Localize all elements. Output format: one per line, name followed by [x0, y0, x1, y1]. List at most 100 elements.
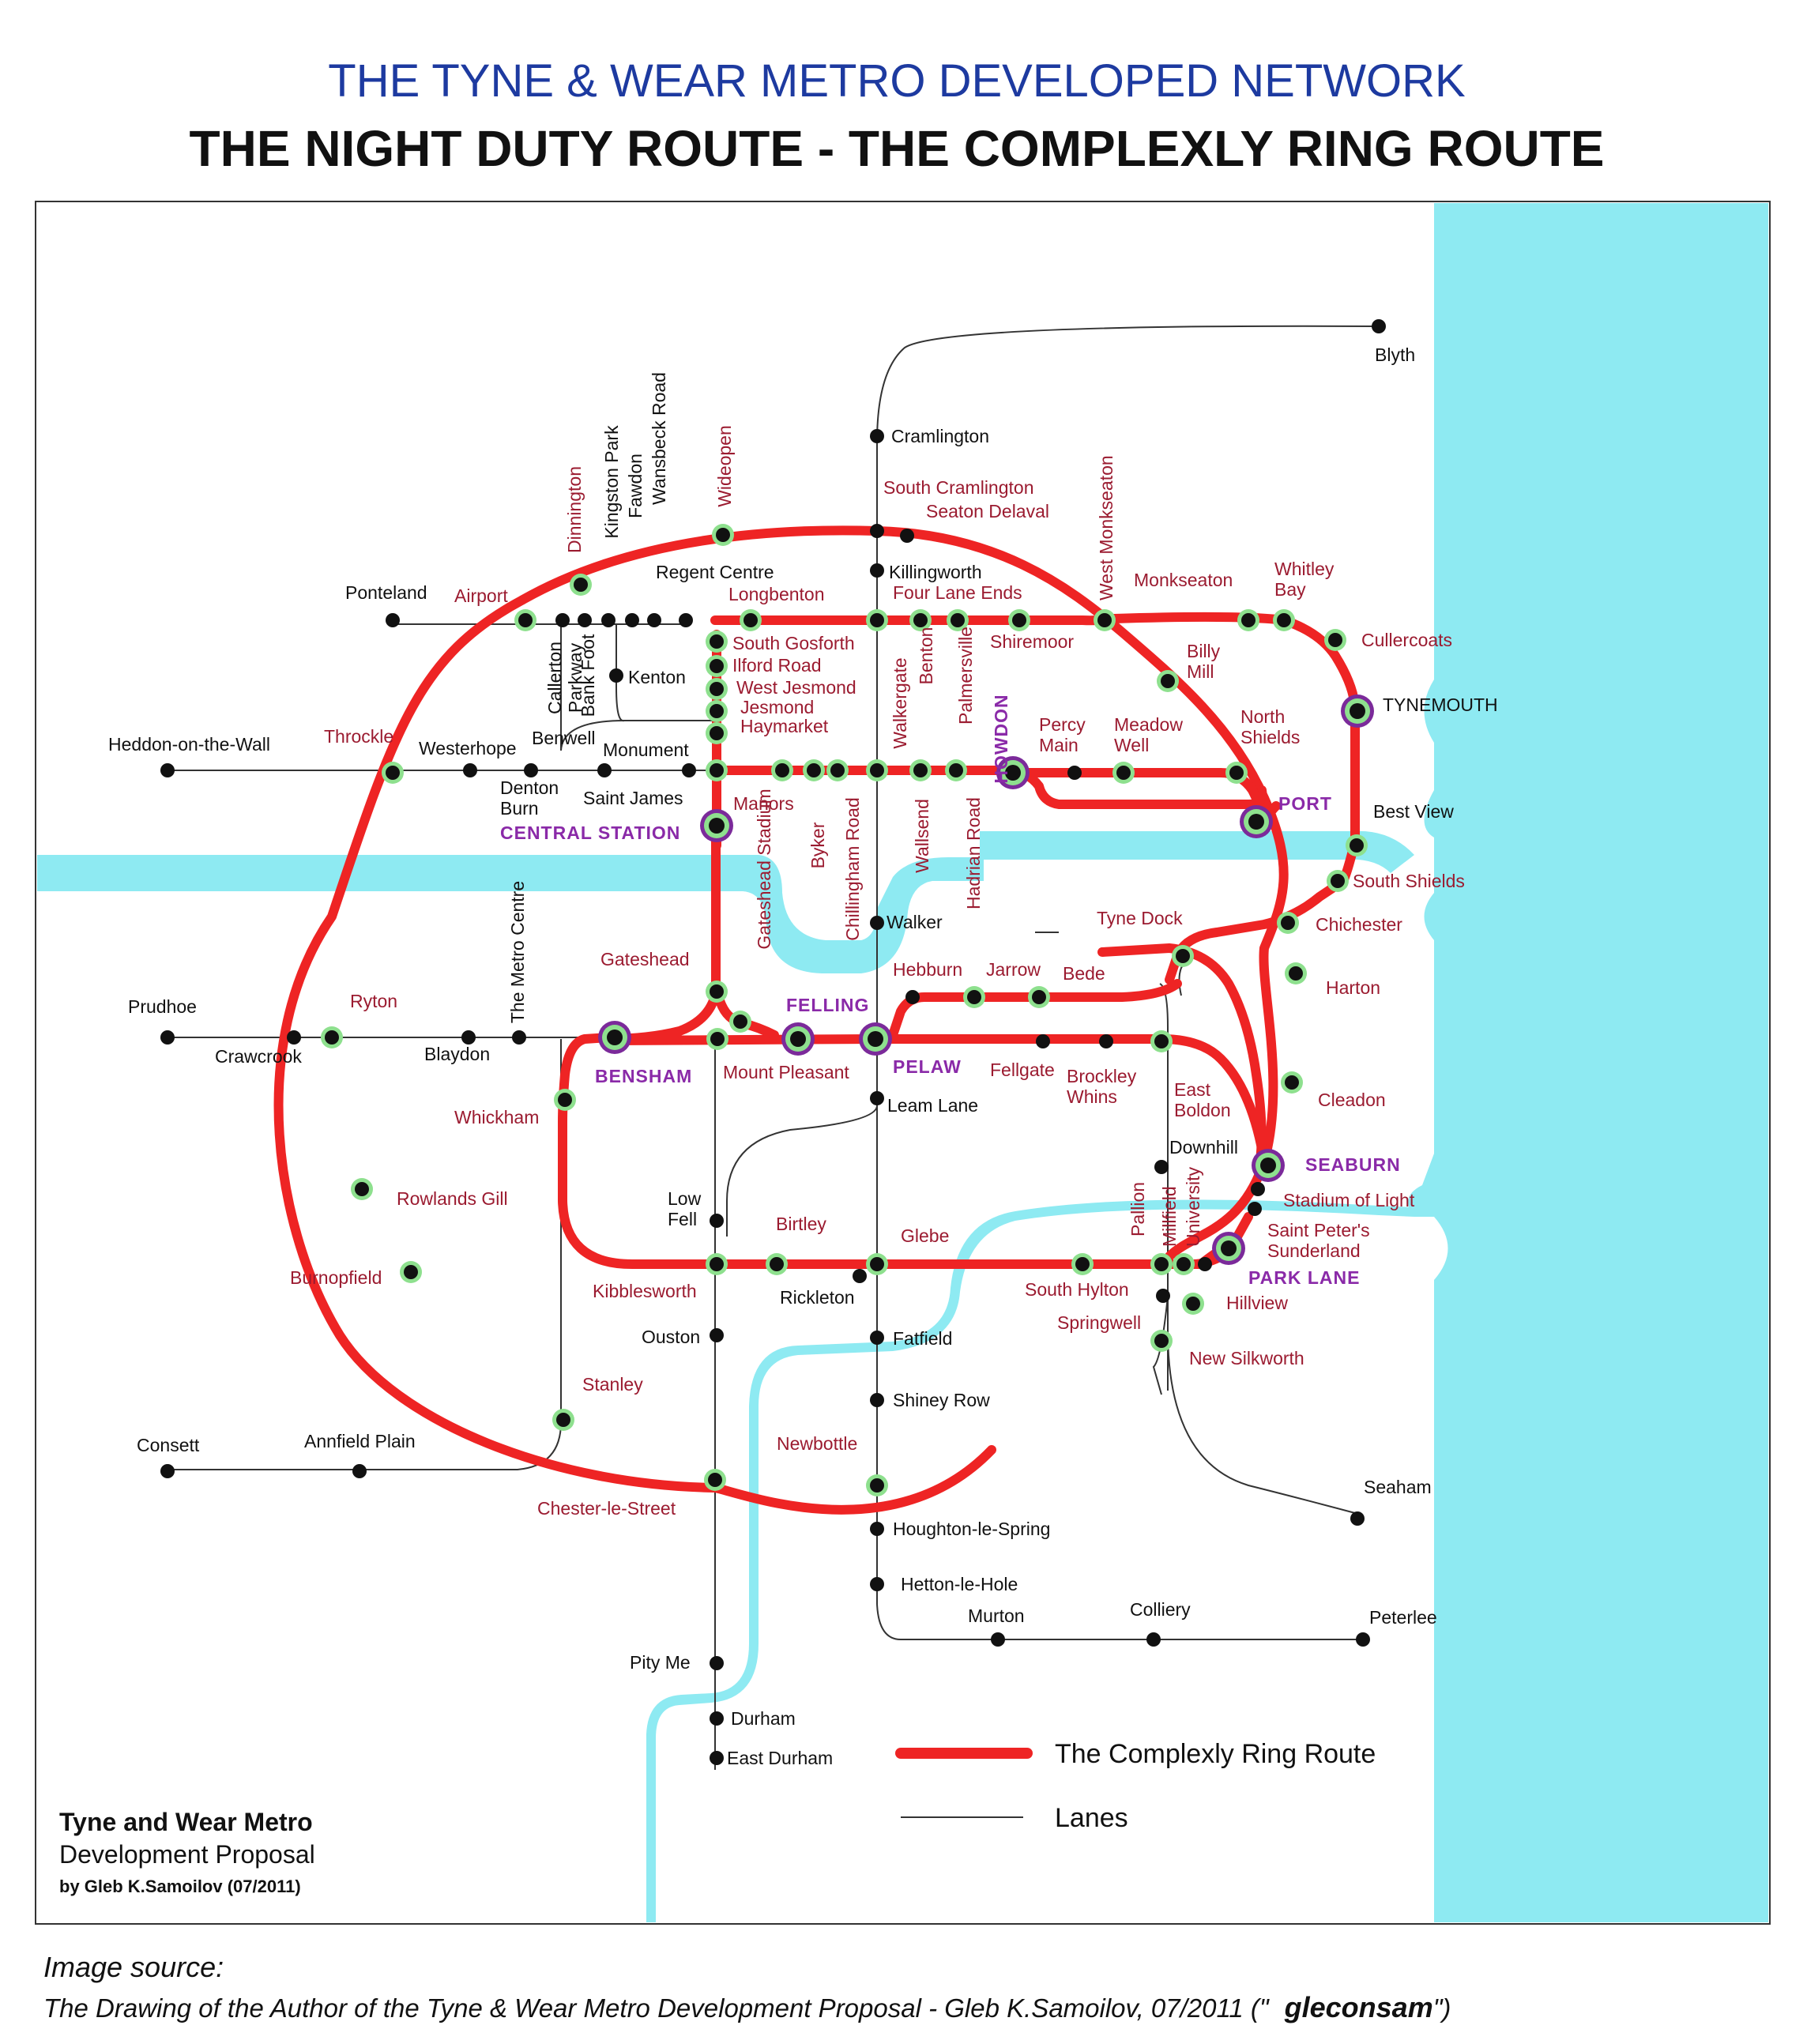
station-dot-byker[interactable] [807, 763, 821, 777]
station-dot-brockley-whins[interactable] [1099, 1034, 1113, 1048]
station-dot-blaydon[interactable] [461, 1030, 476, 1045]
station-dot-west-monkseaton[interactable] [1097, 613, 1112, 627]
station-dot-whickham[interactable] [558, 1093, 572, 1107]
station-dot-stanley[interactable] [556, 1413, 570, 1427]
station-dot-hetton-le-hole[interactable] [870, 1577, 884, 1591]
station-dot-chichester[interactable] [1281, 916, 1295, 930]
station-dot-glebe[interactable] [870, 1257, 884, 1271]
station-dot-tyne-dock[interactable] [1176, 949, 1190, 963]
station-dot-manors[interactable] [775, 763, 789, 777]
station-dot-callerton-parkway[interactable] [555, 613, 570, 627]
station-dot-cleadon[interactable] [1285, 1075, 1299, 1090]
station-dot-low-fell[interactable] [710, 1214, 724, 1228]
station-dot-regent-centre[interactable] [679, 613, 693, 627]
station-dot-springwell[interactable] [1156, 1289, 1170, 1303]
station-dot-leam-lane[interactable] [870, 1091, 884, 1105]
station-dot-airport[interactable] [518, 613, 533, 627]
station-dot-monument[interactable] [710, 763, 724, 777]
station-dot-durham[interactable] [710, 1711, 724, 1726]
station-dot-rowlands-gill[interactable] [355, 1182, 369, 1196]
station-dot-rickleton[interactable] [853, 1269, 867, 1283]
station-dot-meadow-well[interactable] [1116, 766, 1131, 780]
station-dot-walkergate[interactable] [870, 763, 884, 777]
station-dot-hillview[interactable] [1186, 1297, 1200, 1311]
station-dot-east-durham[interactable] [710, 1751, 724, 1765]
station-dot-throckle[interactable] [386, 766, 400, 780]
station-dot-gateshead-stadium[interactable] [733, 1014, 747, 1029]
station-dot-seaton-delaval[interactable] [900, 529, 914, 543]
station-dot-stadium-of-light[interactable] [1251, 1182, 1265, 1196]
station-dot-westerhope[interactable] [463, 763, 477, 777]
station-dot-kibblesworth[interactable] [710, 1257, 724, 1271]
station-dot-the-metro-centre[interactable] [512, 1030, 526, 1045]
interchange-dot-seaburn[interactable] [1260, 1158, 1276, 1173]
station-dot-walker[interactable] [870, 916, 884, 930]
station-dot-south-hylton[interactable] [1075, 1257, 1090, 1271]
station-dot-birtley[interactable] [770, 1257, 784, 1271]
station-dot-seaham[interactable] [1350, 1511, 1365, 1526]
station-dot-whitley-bay[interactable] [1277, 613, 1291, 627]
station-dot-murton[interactable] [991, 1632, 1005, 1647]
station-dot-burnopfield[interactable] [404, 1265, 418, 1279]
station-dot-benwell[interactable] [597, 763, 612, 777]
station-dot-cramlington[interactable] [870, 429, 884, 443]
station-dot-newbottle[interactable] [870, 1478, 884, 1493]
station-dot-blyth[interactable] [1372, 319, 1386, 333]
station-dot-jarrow[interactable] [967, 990, 981, 1004]
station-dot-wideopen[interactable] [716, 528, 730, 542]
station-dot-houghton-le-spring[interactable] [870, 1522, 884, 1536]
station-dot-percy-main[interactable] [1067, 766, 1082, 780]
station-dot-hebburn[interactable] [905, 990, 920, 1004]
interchange-dot-tynemouth[interactable] [1350, 703, 1365, 719]
station-dot-chester-le-street[interactable] [708, 1473, 722, 1487]
station-dot-kingston-park[interactable] [601, 613, 616, 627]
station-dot-bede[interactable] [1032, 990, 1046, 1004]
station-dot-fawdon[interactable] [625, 613, 639, 627]
station-dot-north-shields[interactable] [1229, 766, 1244, 780]
station-dot-chillingham-road[interactable] [830, 763, 845, 777]
station-dot-monkseaton[interactable] [1241, 613, 1255, 627]
station-dot-ryton[interactable] [325, 1030, 339, 1045]
station-dot-cullercoats[interactable] [1328, 633, 1342, 647]
interchange-dot-port[interactable] [1248, 814, 1264, 830]
station-dot-dinnington[interactable] [574, 578, 588, 592]
interchange-dot-pelaw[interactable] [868, 1031, 883, 1047]
station-dot-haymarket[interactable] [710, 726, 724, 740]
station-dot-consett[interactable] [160, 1464, 175, 1478]
station-dot-west-jesmond[interactable] [710, 682, 724, 696]
station-dot-peterlee[interactable] [1356, 1632, 1370, 1647]
station-dot-pity-me[interactable] [710, 1656, 724, 1670]
station-dot-crawcrook[interactable] [287, 1030, 301, 1045]
station-dot-saint-peter-s-sunderland[interactable] [1248, 1202, 1262, 1216]
station-dot-shiney-row[interactable] [870, 1393, 884, 1407]
station-dot-harton[interactable] [1289, 966, 1303, 981]
station-dot-four-lane-ends[interactable] [870, 613, 884, 627]
station-dot-prudhoe[interactable] [160, 1030, 175, 1045]
station-dot-gateshead[interactable] [710, 984, 724, 999]
station-dot-pallion[interactable] [1154, 1257, 1169, 1271]
station-dot-longbenton[interactable] [744, 613, 758, 627]
station-dot-annfield-plain[interactable] [352, 1464, 367, 1478]
station-dot-killingworth[interactable] [870, 563, 884, 578]
station-dot-wallsend[interactable] [913, 763, 928, 777]
interchange-dot-howdon[interactable] [1005, 765, 1021, 781]
station-dot-ilford-road[interactable] [710, 659, 724, 673]
station-dot-new-silkworth[interactable] [1154, 1334, 1169, 1348]
station-dot-mount-pleasant[interactable] [710, 1032, 725, 1046]
station-dot-saint-james[interactable] [682, 763, 696, 777]
interchange-dot-central-station[interactable] [709, 818, 725, 834]
station-dot-bank-foot[interactable] [578, 613, 592, 627]
station-dot-millfield[interactable] [1176, 1257, 1191, 1271]
station-dot-east-boldon[interactable] [1154, 1034, 1169, 1048]
station-dot-colliery[interactable] [1146, 1632, 1161, 1647]
station-dot-downhill[interactable] [1154, 1160, 1169, 1174]
station-dot-south-shields[interactable] [1331, 874, 1345, 888]
station-dot-wansbeck-road[interactable] [647, 613, 661, 627]
station-dot-university[interactable] [1198, 1257, 1212, 1271]
station-dot-billy-mill[interactable] [1161, 674, 1175, 688]
station-dot-south-cramlington[interactable] [870, 524, 884, 538]
station-dot-palmersville[interactable] [951, 613, 965, 627]
interchange-dot-bensham[interactable] [607, 1030, 623, 1045]
station-dot-best-view[interactable] [1350, 838, 1364, 853]
station-dot-kenton[interactable] [609, 668, 623, 683]
